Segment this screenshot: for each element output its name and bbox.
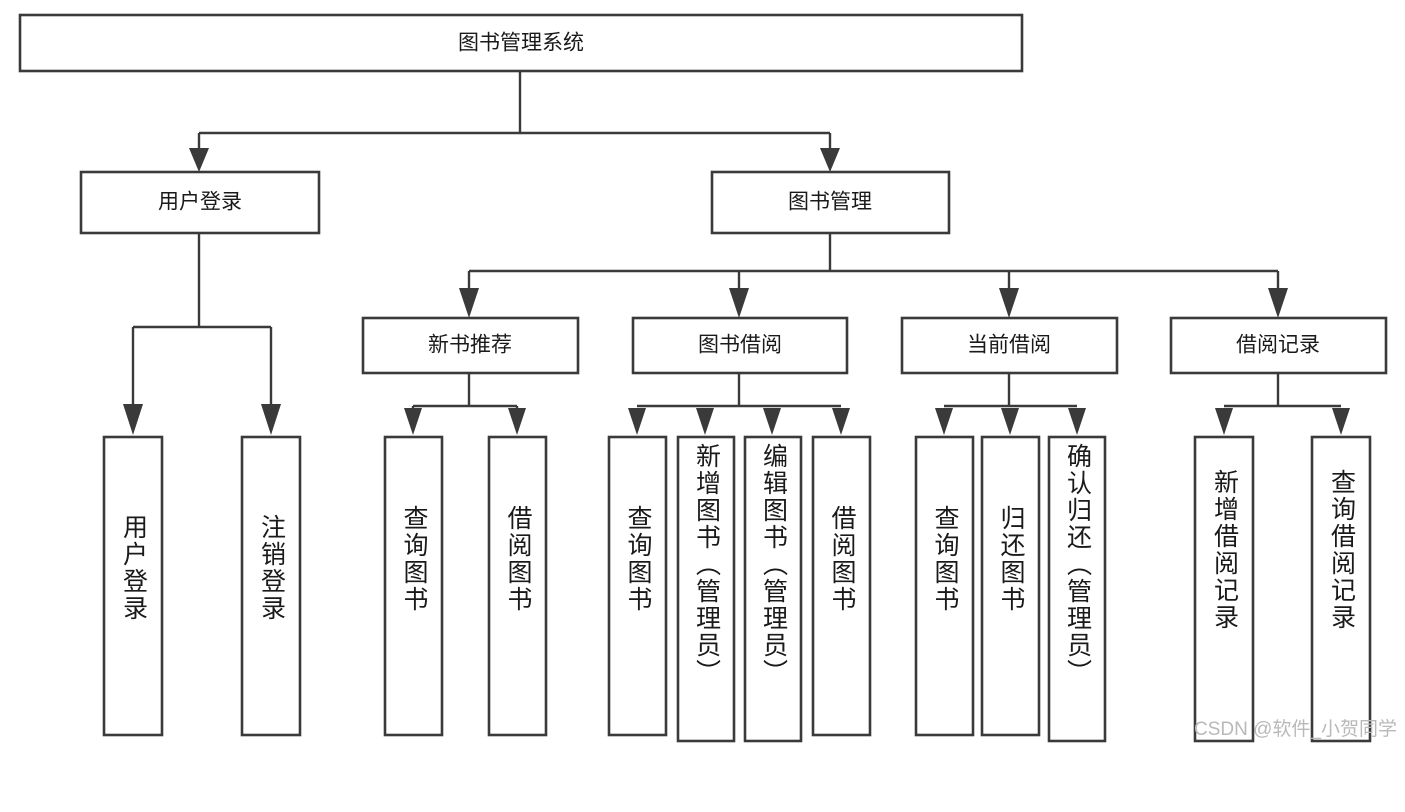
arrowhead-newbook-leaf-2 [508,408,526,435]
arrowhead-leaf-user-login [123,404,143,435]
arrowhead-currentborrow-leaf-3 [1068,408,1086,435]
flowchart-canvas: 图书管理系统 用户登录 图书管理 新书推荐 图书借阅 当前借阅 借阅记录 [18,13,1388,743]
node-book-management-label: 图书管理 [788,191,872,214]
node-book-management-box[interactable] [710,170,951,235]
arrowhead-newbook-leaf-1 [404,408,422,435]
connector-layer [123,71,1350,435]
node-root[interactable]: 图书管理系统 [18,13,1024,73]
node-root-box[interactable] [18,13,1024,73]
leaf-box-logout[interactable] [240,435,302,737]
arrowhead-book-mgmt [820,148,840,172]
leaf-box-confirm-return[interactable] [1047,435,1107,743]
arrowhead-new-book [459,288,479,318]
node-book-borrow-label: 图书借阅 [698,334,782,357]
arrowhead-bookborrow-leaf-2 [696,408,714,435]
node-user-login-box[interactable] [79,170,321,235]
leaf-box-user-login[interactable] [102,435,164,737]
arrowhead-user-login [189,148,209,172]
leaf-boxes-layer [102,435,1372,743]
arrowhead-bookborrow-leaf-4 [832,408,850,435]
arrowhead-bookborrow-leaf-1 [628,408,646,435]
arrowhead-borrowrecord-leaf-2 [1332,408,1350,435]
arrowhead-current-borrow [999,288,1019,318]
arrowhead-bookborrow-leaf-3 [763,408,781,435]
node-user-login[interactable]: 用户登录 [79,170,321,235]
node-user-login-label: 用户登录 [158,191,242,214]
leaf-box-add-record[interactable] [1193,435,1255,743]
node-book-borrow-box[interactable] [631,316,849,375]
arrowhead-currentborrow-leaf-1 [935,408,953,435]
node-book-borrow[interactable]: 图书借阅 [631,316,849,375]
arrowhead-book-borrow [729,288,749,318]
arrowhead-borrow-record [1268,288,1288,318]
leaf-box-query-book-1[interactable] [383,435,444,737]
leaf-box-edit-book[interactable] [743,435,803,743]
flowchart-diagram: 图书管理系统 用户登录 图书管理 新书推荐 图书借阅 当前借阅 借阅记录 [18,13,1397,743]
leaf-box-query-record[interactable] [1310,435,1372,743]
arrowhead-leaf-logout [261,404,281,435]
leaf-box-borrow-book-2[interactable] [811,435,872,737]
leaf-box-return-book[interactable] [980,435,1041,737]
node-current-borrow-label: 当前借阅 [967,334,1051,357]
node-current-borrow[interactable]: 当前借阅 [900,316,1119,375]
arrowhead-borrowrecord-leaf-1 [1215,408,1233,435]
leaf-box-borrow-book-1[interactable] [487,435,548,737]
node-new-book-recommend-box[interactable] [361,316,580,375]
node-borrow-record-box[interactable] [1169,316,1388,375]
leaf-box-query-book-2[interactable] [607,435,668,737]
node-current-borrow-box[interactable] [900,316,1119,375]
arrowhead-currentborrow-leaf-2 [1001,408,1019,435]
node-new-book-recommend-label: 新书推荐 [428,334,512,357]
node-borrow-record-label: 借阅记录 [1236,334,1320,357]
node-new-book-recommend[interactable]: 新书推荐 [361,316,580,375]
leaf-box-query-book-3[interactable] [914,435,975,737]
node-book-management[interactable]: 图书管理 [710,170,951,235]
leaf-box-add-book[interactable] [676,435,736,743]
node-borrow-record[interactable]: 借阅记录 [1169,316,1388,375]
node-root-label: 图书管理系统 [458,32,584,55]
